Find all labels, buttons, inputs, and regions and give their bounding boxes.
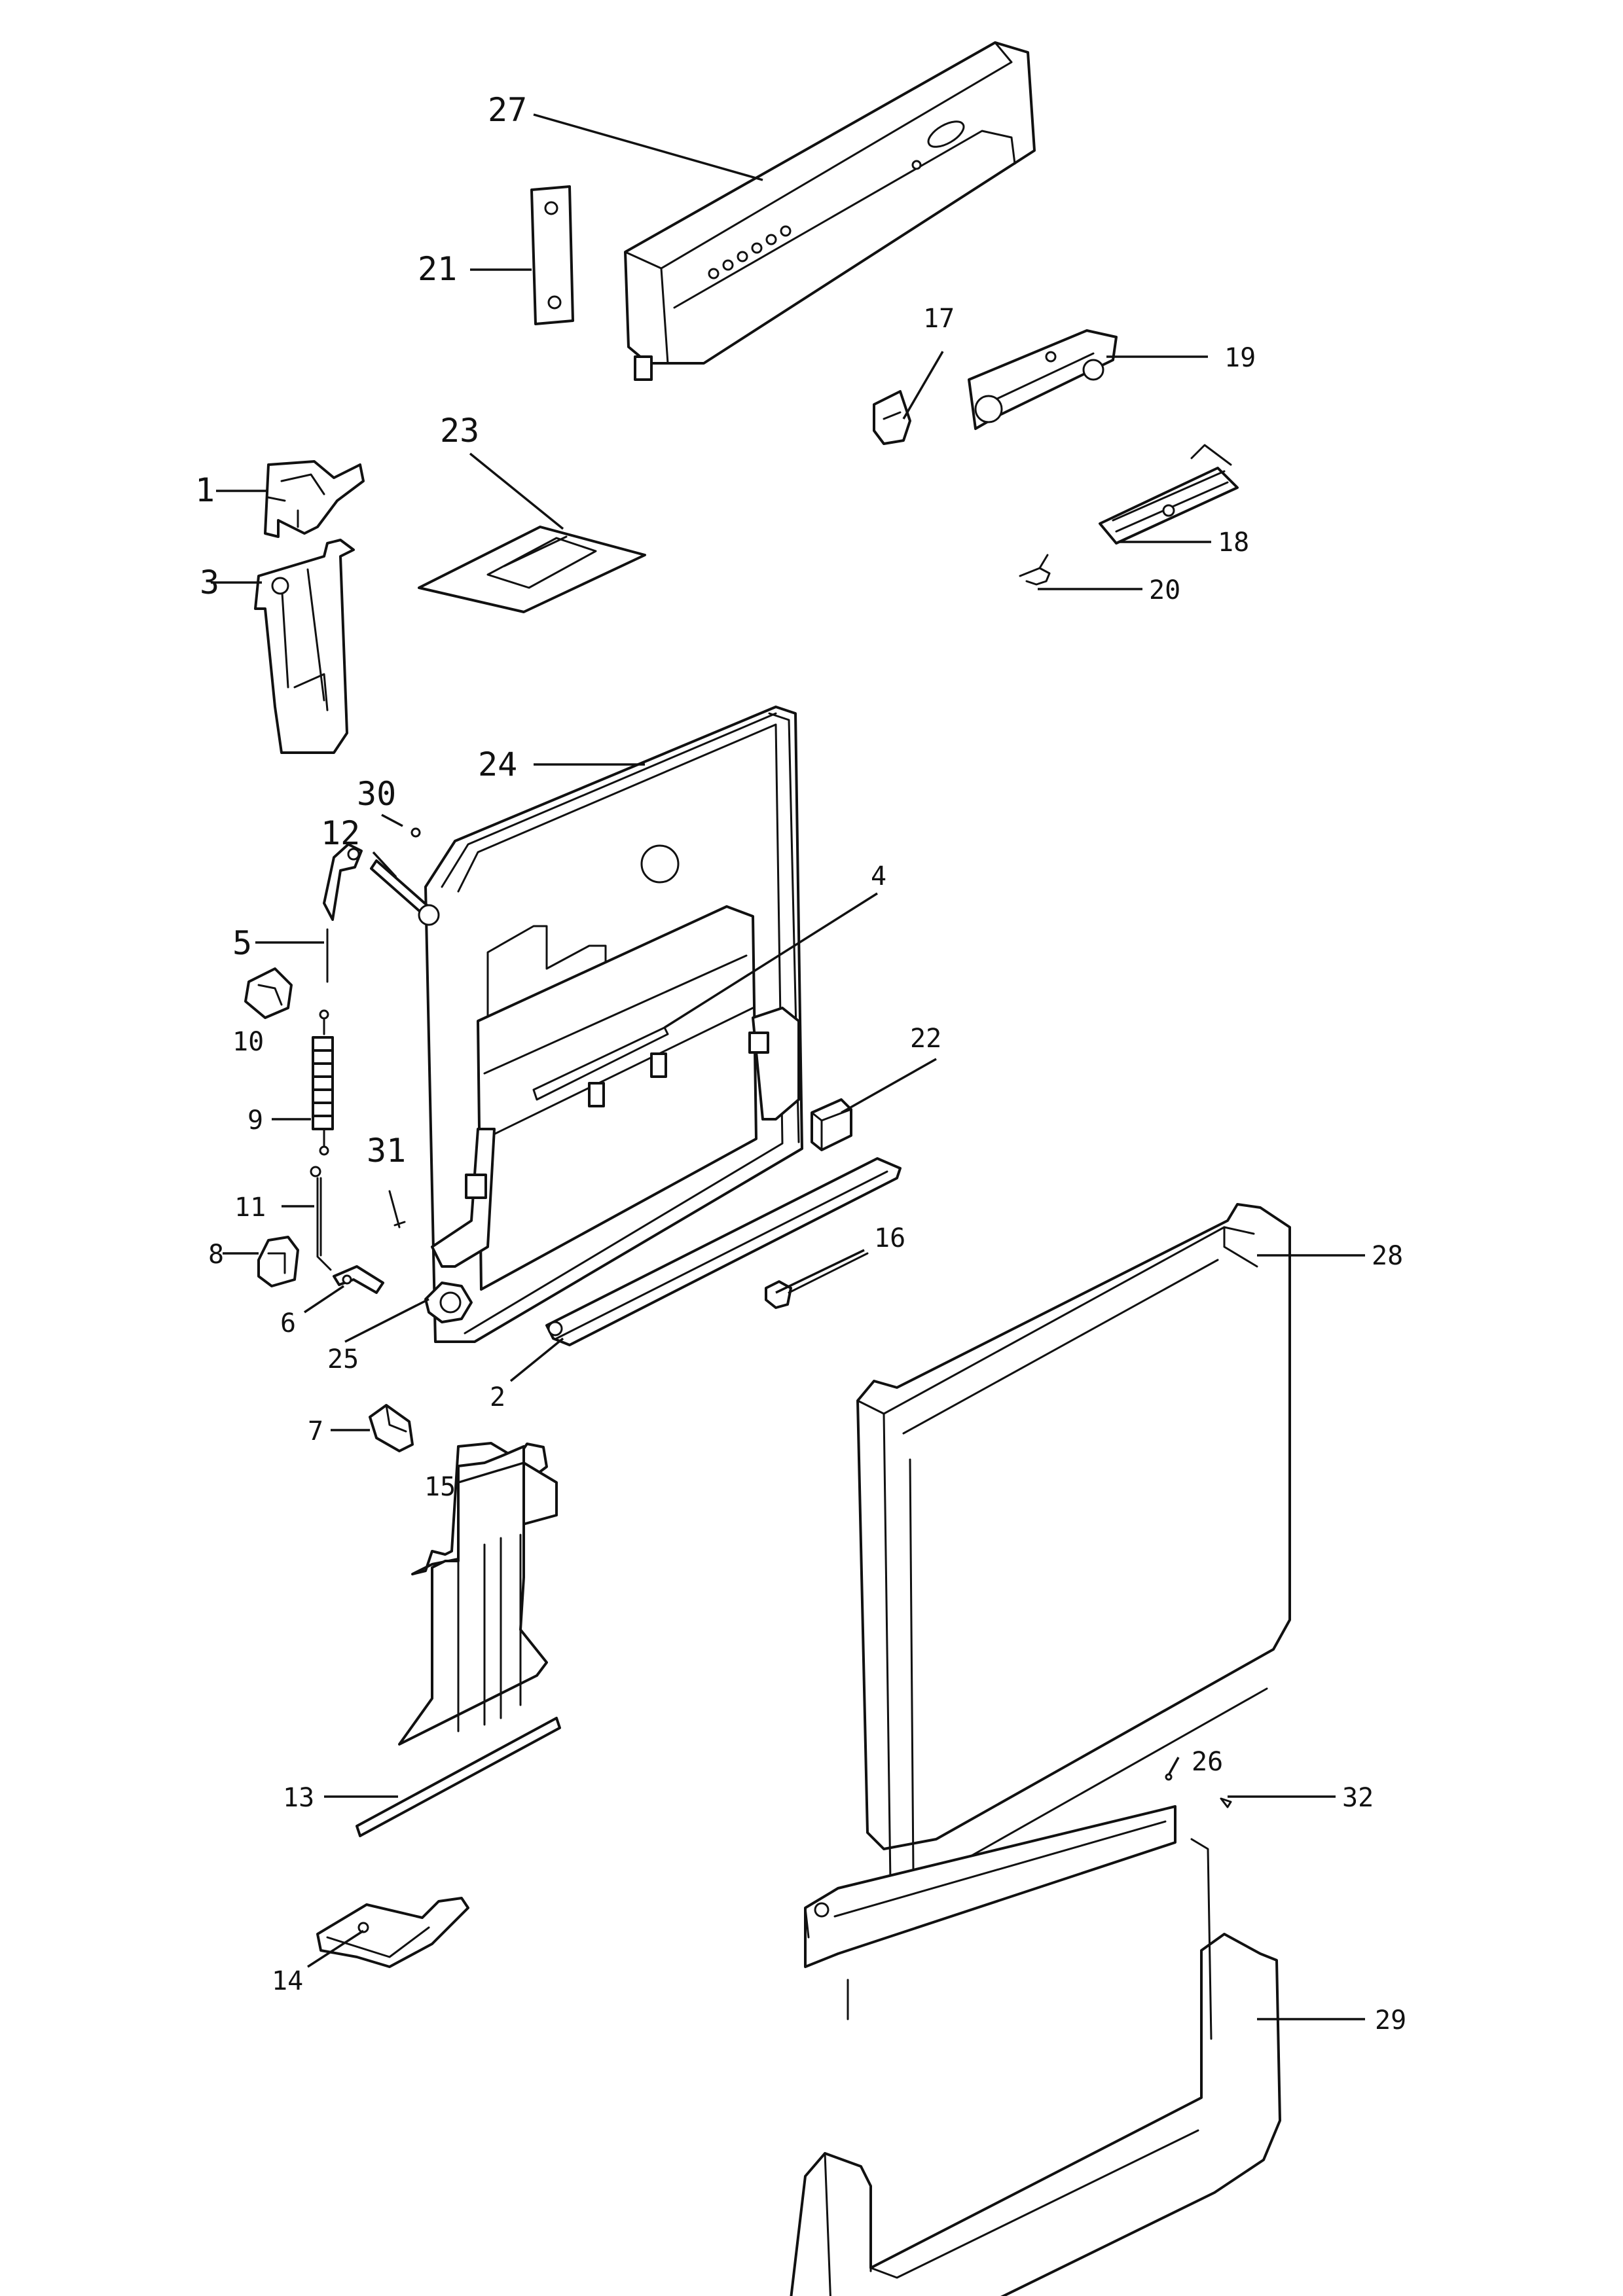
callout-24: 24: [478, 745, 517, 783]
callout-labels: 27 21 17 19 1 23 18 20 3 24 4 30 12 5 10…: [195, 91, 1406, 2036]
part-32-screw: [1220, 1797, 1232, 1808]
part-6-link: [333, 1265, 384, 1294]
part-25-pivot: [424, 1282, 473, 1323]
part-2-rail: [545, 1157, 902, 1346]
part-20-pin: [1019, 554, 1051, 586]
part-22-block: [811, 1098, 852, 1151]
callout-6: 6: [280, 1308, 296, 1338]
callout-17: 17: [923, 304, 955, 334]
part-1-hinge-bracket: [264, 460, 365, 538]
callout-26: 26: [1192, 1747, 1223, 1777]
callout-31: 31: [367, 1132, 406, 1170]
part-27-control-panel: [624, 41, 1036, 381]
part-19-latch: [968, 329, 1118, 430]
part-12-screw: [370, 859, 440, 926]
callout-18: 18: [1218, 528, 1249, 558]
callout-25: 25: [327, 1344, 359, 1374]
part-11-cable: [310, 1166, 332, 1271]
callout-32: 32: [1342, 1783, 1374, 1813]
callout-4: 4: [871, 861, 886, 891]
callout-14: 14: [272, 1966, 303, 1996]
part-26-kickplate-bracket: [804, 1773, 1176, 2020]
callout-11: 11: [234, 1193, 266, 1223]
callout-5: 5: [232, 924, 252, 962]
part-21-bracket: [530, 185, 574, 325]
part-30-screw: [410, 827, 421, 838]
callout-12: 12: [321, 814, 360, 852]
part-31-screw: [388, 1190, 406, 1229]
part-5-lever: [323, 843, 363, 983]
part-10-roller: [244, 967, 293, 1019]
callout-1: 1: [195, 471, 215, 509]
callout-9: 9: [247, 1105, 263, 1136]
callout-7: 7: [308, 1416, 323, 1446]
callout-19: 19: [1224, 343, 1256, 373]
part-3-hinge-arm: [254, 539, 355, 754]
part-23-insulation: [418, 526, 646, 613]
part-24-inner-door: [424, 706, 803, 1343]
part-8-clip: [257, 1236, 299, 1287]
callout-28: 28: [1372, 1241, 1403, 1271]
callout-8: 8: [208, 1240, 224, 1270]
callout-10: 10: [232, 1027, 264, 1057]
part-14-bracket: [316, 1897, 469, 1968]
callout-27: 27: [488, 91, 527, 129]
part-17-clip: [873, 390, 911, 445]
part-13-support: [356, 1442, 561, 1837]
callout-29: 29: [1375, 2005, 1406, 2036]
part-28-outer-door: [856, 1203, 1291, 1883]
callout-16: 16: [874, 1223, 905, 1253]
callout-23: 23: [440, 412, 479, 450]
callout-15: 15: [424, 1472, 456, 1502]
part-7-clip: [369, 1404, 414, 1452]
callout-21: 21: [418, 250, 457, 288]
part-29-kickplate: [790, 1838, 1281, 2296]
part-18-spring-hinge: [1099, 444, 1239, 545]
leader-lines: [211, 113, 1365, 2020]
part-9-spring: [312, 1009, 334, 1156]
callout-2: 2: [490, 1382, 505, 1412]
callout-13: 13: [283, 1783, 314, 1813]
callout-20: 20: [1149, 575, 1180, 605]
callout-3: 3: [200, 564, 219, 601]
callout-30: 30: [357, 775, 396, 813]
part-16-screw: [765, 1252, 869, 1309]
callout-22: 22: [910, 1024, 941, 1054]
